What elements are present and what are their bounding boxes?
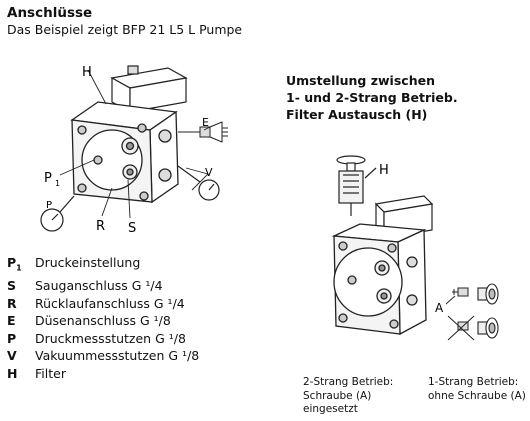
leader-V-1 [185,167,209,175]
caption-one-strand: 1-Strang Betrieb: ohne Schraube (A) [428,376,526,403]
legend-symbol: H [7,365,18,381]
label-E: E [202,116,209,129]
legend-symbol-sub: 1 [16,263,22,273]
caption-two-strand-line-3: eingesetzt [303,403,358,415]
label-P1-sub: 1 [55,179,60,188]
legend-symbol: S [7,278,17,293]
filter-cartridge [336,155,377,216]
leader-S [127,179,131,219]
label-P-gauge: P [46,200,52,211]
nozzle-connector [178,121,228,143]
caption-one-strand-line-2: ohne Schraube (A) [428,389,526,402]
legend-row: H Filter [7,365,199,383]
leader-A [445,295,456,305]
legend-text: Düsenanschluss G ¹/8 [35,313,171,328]
legend-text: Vakuummessstutzen G ¹/8 [35,348,200,363]
legend-row: S Sauganschluss G ¹/4 [7,277,199,295]
vacuum-gauge [177,165,220,201]
legend: P1 Druckeinstellung S Sauganschluss G ¹/… [7,254,199,382]
leader-R [101,187,113,217]
legend-symbol: E [7,313,16,328]
legend-row: P1 Druckeinstellung [7,254,199,277]
section-heading: Umstellung zwischen 1- und 2-Strang Betr… [286,72,458,123]
crossed-out-screw [447,315,475,341]
legend-text: Rücklaufanschluss G ¹/4 [35,295,185,311]
pump-body-right [331,223,427,336]
page-title: Anschlüsse [7,5,93,21]
legend-symbol: V [7,348,17,363]
plug-upper [477,283,499,305]
screw-A [452,287,469,297]
section-heading-line-1: Umstellung zwischen [286,73,435,88]
legend-text: Filter [35,365,66,381]
legend-symbol: R [7,295,17,311]
label-H-right: H [379,163,389,178]
label-P1: P [44,171,52,186]
label-A: A [435,301,444,315]
legend-symbol: P [7,330,17,346]
legend-symbol: P [7,255,17,270]
leader-H [87,69,107,105]
caption-two-strand: 2-Strang Betrieb: Schraube (A) eingesetz… [303,376,393,417]
plug-lower [477,317,499,339]
pressure-gauge [40,195,75,232]
legend-row: V Vakuummessstutzen G ¹/8 [7,347,199,365]
caption-two-strand-line-2: Schraube (A) [303,389,372,402]
legend-text: Sauganschluss G ¹/4 [35,278,163,293]
legend-text: Druckmessstutzen G ¹/8 [35,330,186,346]
legend-row: R Rücklaufanschluss G ¹/4 [7,295,199,313]
leader-P1 [59,159,95,176]
label-S: S [128,221,136,236]
legend-text: Druckeinstellung [35,255,141,270]
legend-row: P Druckmessstutzen G ¹/8 [7,330,199,348]
caption-one-strand-line-1: 1-Strang Betrieb: [428,376,519,388]
leader-V-2 [191,173,209,191]
caption-two-strand-line-1: 2-Strang Betrieb: [303,376,394,388]
leader-E [203,125,213,131]
page-subtitle: Das Beispiel zeigt BFP 21 L5 L Pumpe [7,22,243,37]
section-heading-line-2: 1- und 2-Strang Betrieb. [286,90,458,105]
label-V: V [205,166,213,179]
label-R: R [96,219,105,234]
pump-body-left [70,101,179,204]
label-H: H [82,65,92,80]
section-heading-line-3: Filter Austausch (H) [286,107,428,122]
legend-row: E Düsenanschluss G ¹/8 [7,312,199,330]
